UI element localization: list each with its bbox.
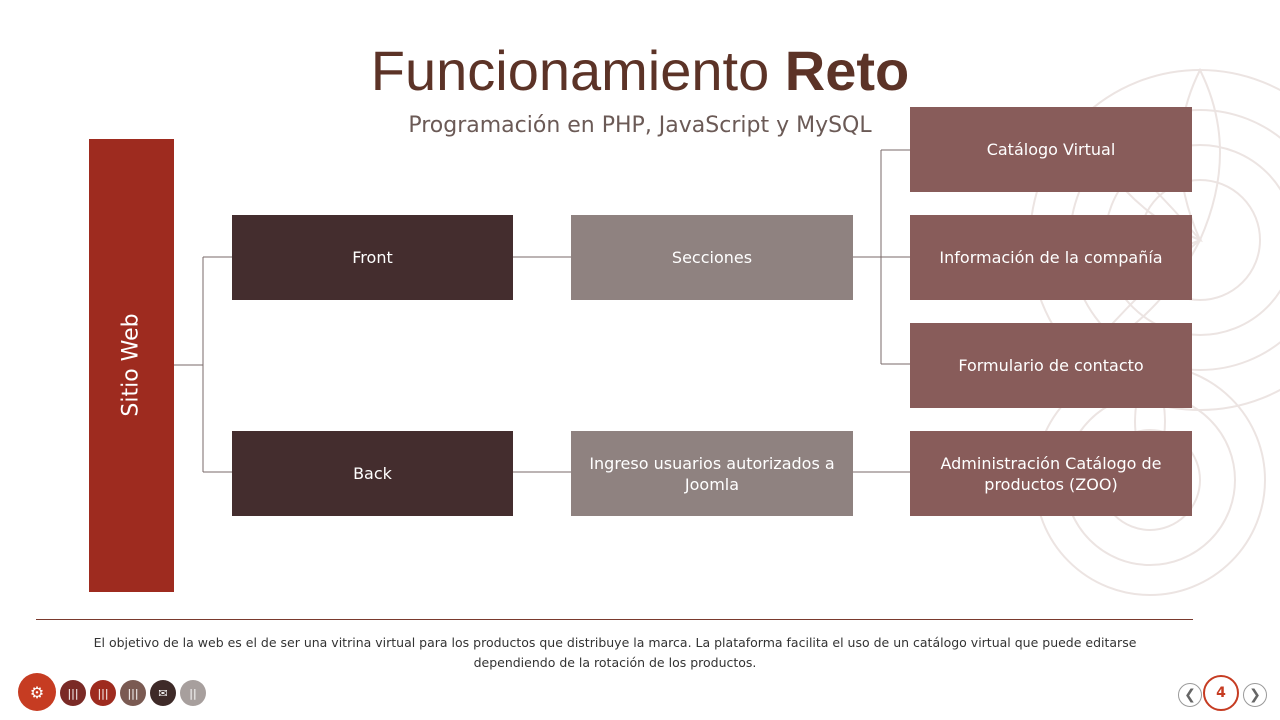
nav-dot-2-icon[interactable]: ||| bbox=[90, 680, 116, 706]
footer-note: El objetivo de la web es el de ser una v… bbox=[93, 635, 1137, 670]
nav-dot-1-icon[interactable]: ||| bbox=[60, 680, 86, 706]
node-back: Back bbox=[232, 431, 513, 516]
page-subtitle: Programación en PHP, JavaScript y MySQL bbox=[408, 113, 872, 138]
page-number: 4 bbox=[1203, 675, 1239, 711]
nav-dot-3-icon[interactable]: ||| bbox=[120, 680, 146, 706]
node-informacion-compania: Información de la compañía bbox=[910, 215, 1192, 300]
node-catalogo-virtual: Catálogo Virtual bbox=[910, 107, 1192, 192]
page-title: Funcionamiento Reto bbox=[0, 38, 1280, 103]
footer-divider bbox=[36, 619, 1193, 620]
node-front: Front bbox=[232, 215, 513, 300]
nav-mail-icon[interactable]: ✉ bbox=[150, 680, 176, 706]
node-ingreso-usuarios: Ingreso usuarios autorizados a Joomla bbox=[571, 431, 853, 516]
next-slide-icon[interactable]: ❯ bbox=[1243, 683, 1267, 707]
title-main: Funcionamiento bbox=[370, 39, 770, 102]
node-sitio-web-label: Sitio Web bbox=[118, 313, 144, 417]
node-sitio-web bbox=[89, 139, 174, 592]
nav-dot-5-icon[interactable]: || bbox=[180, 680, 206, 706]
brand-logo-icon[interactable]: ⚙ bbox=[18, 673, 56, 711]
node-administracion-catalogo: Administración Catálogo de productos (ZO… bbox=[910, 431, 1192, 516]
node-formulario-contacto: Formulario de contacto bbox=[910, 323, 1192, 408]
prev-slide-icon[interactable]: ❮ bbox=[1178, 683, 1202, 707]
title-bold: Reto bbox=[784, 39, 910, 102]
node-secciones: Secciones bbox=[571, 215, 853, 300]
